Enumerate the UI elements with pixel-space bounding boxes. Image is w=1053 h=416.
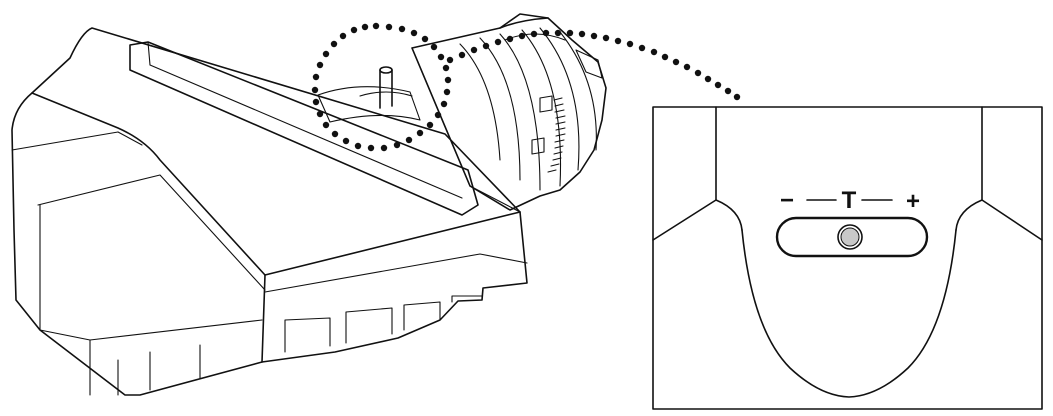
shift-knob-small [317, 66, 421, 123]
plus-label: + [906, 188, 920, 215]
dotted-leader-line [446, 29, 741, 101]
dotted-callout-circle [311, 22, 452, 152]
zoom-detail-panel: − T + [652, 106, 1043, 410]
adjustment-slot [775, 216, 929, 258]
lens-assembly [411, 13, 607, 213]
projector-body [11, 27, 528, 396]
focus-scale [547, 97, 566, 173]
adjustment-knob-icon[interactable] [837, 224, 863, 250]
minus-label: − [780, 187, 794, 214]
t-label: T [842, 187, 857, 214]
